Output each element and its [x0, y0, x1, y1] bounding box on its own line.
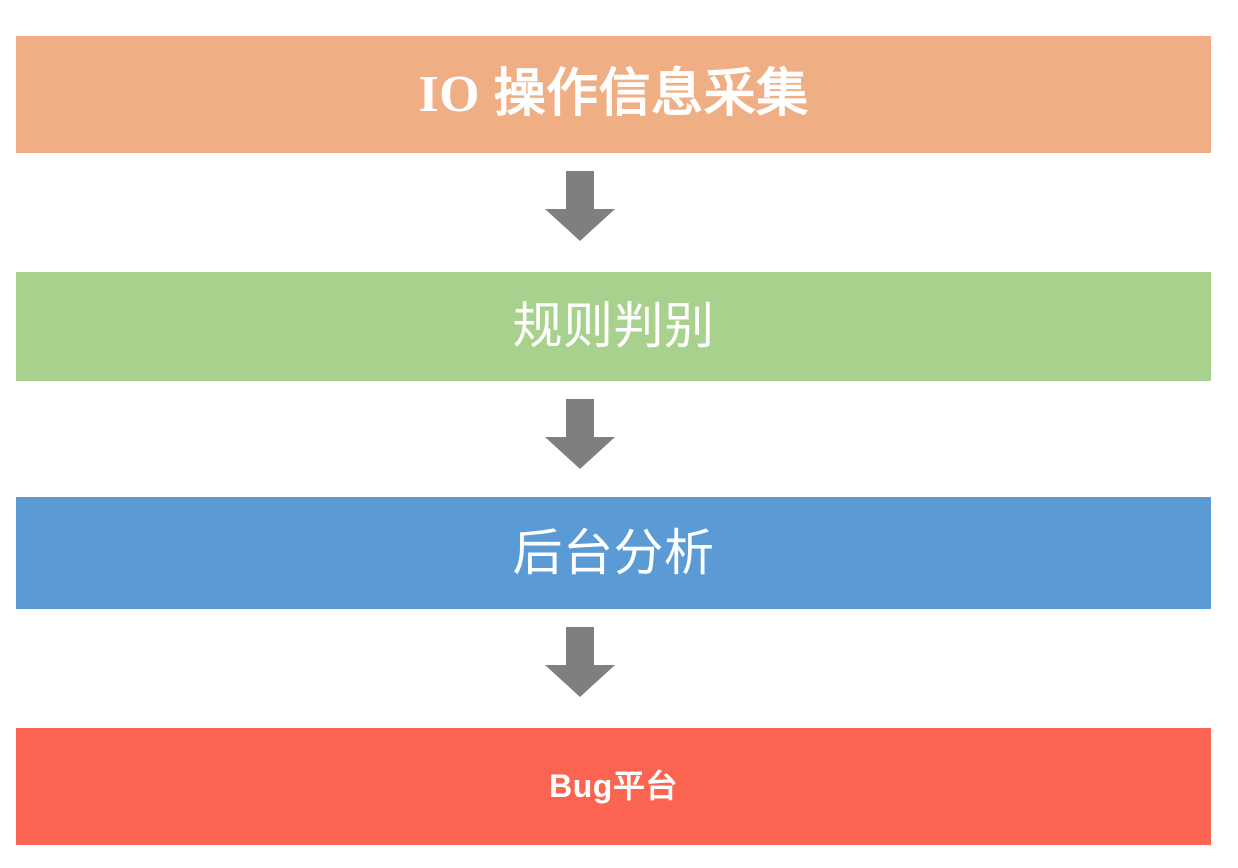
flow-node-io-collect-label: IO 操作信息采集	[418, 65, 809, 123]
flow-node-rule-judge[interactable]: 规则判别	[16, 272, 1211, 381]
arrow-down-icon	[543, 169, 617, 243]
flow-node-io-collect[interactable]: IO 操作信息采集	[16, 36, 1211, 153]
arrow-down-icon	[543, 397, 617, 471]
flow-node-bug-platform-label: Bug平台	[549, 767, 678, 804]
flow-node-backend-analysis[interactable]: 后台分析	[16, 497, 1211, 609]
flow-node-rule-judge-label: 规则判别	[512, 298, 715, 354]
flow-node-bug-platform[interactable]: Bug平台	[16, 728, 1211, 845]
flow-node-backend-analysis-label: 后台分析	[512, 524, 715, 581]
arrow-down-icon	[543, 625, 617, 699]
